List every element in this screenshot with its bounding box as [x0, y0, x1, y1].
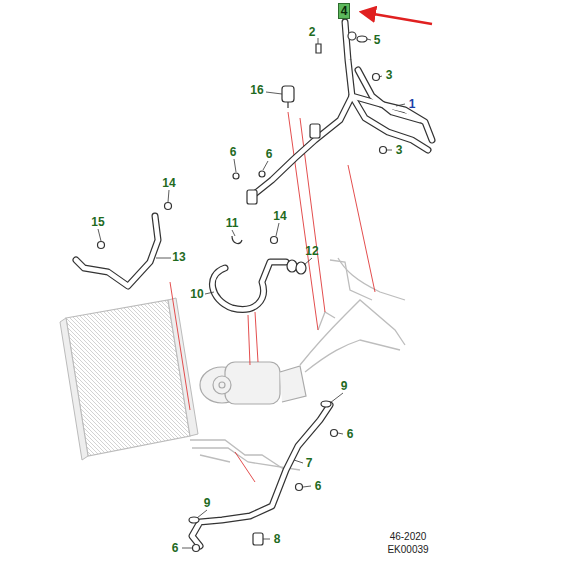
callout-number: 14 — [273, 210, 286, 222]
callout-number: 5 — [374, 34, 381, 46]
ghost-pipes — [190, 258, 405, 470]
callout-number: 6 — [230, 146, 237, 158]
callout-number: 6 — [266, 148, 273, 160]
callout-number: 15 — [91, 216, 104, 228]
callout-number: 9 — [204, 497, 211, 509]
compressor-ghost — [200, 362, 306, 404]
callout-number: 3 — [386, 69, 393, 81]
callout-number: 13 — [172, 251, 185, 263]
condenser-ghost — [60, 298, 198, 460]
callout-number: 2 — [309, 26, 316, 38]
pipe-assembly — [76, 22, 432, 546]
pointer-arrow — [362, 12, 432, 24]
callout-leaders — [98, 38, 405, 548]
drawing-date: 46-2020 — [390, 532, 427, 542]
callout-number: 4 — [338, 3, 351, 19]
callout-number: 9 — [341, 380, 348, 392]
callout-number: 6 — [172, 542, 179, 554]
callout-number: 8 — [274, 533, 281, 545]
callout-number: 3 — [396, 144, 403, 156]
callout-number: 16 — [250, 84, 263, 96]
callout-number: 6 — [347, 428, 354, 440]
callout-number: 11 — [226, 217, 239, 229]
callout-number: 7 — [306, 457, 313, 469]
drawing-code: EK00039 — [387, 545, 428, 555]
callout-number: 6 — [315, 480, 322, 492]
callout-number: 14 — [162, 177, 175, 189]
leader-lines — [170, 112, 375, 482]
callout-number: 1 — [409, 98, 416, 110]
callout-number: 12 — [305, 245, 318, 257]
callout-number: 10 — [190, 288, 203, 300]
fittings — [98, 32, 387, 552]
